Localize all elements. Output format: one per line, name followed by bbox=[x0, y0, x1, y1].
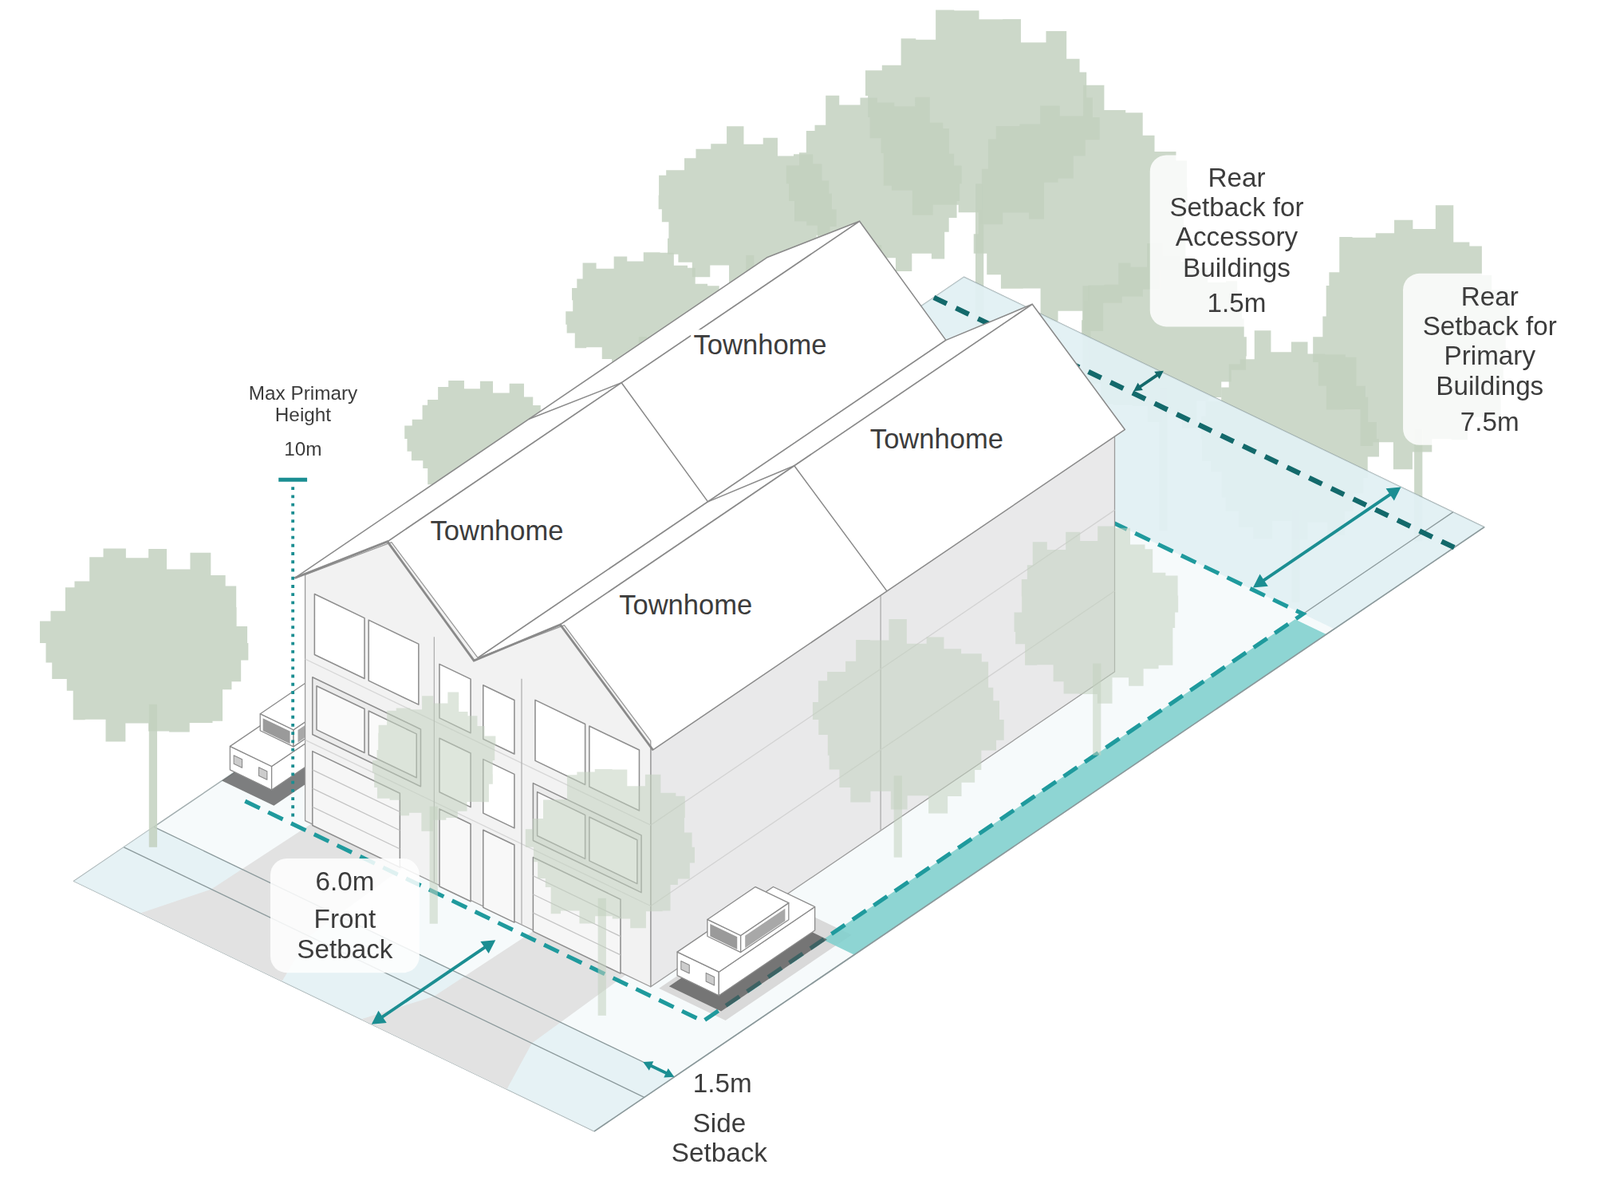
callout-text: 7.5m bbox=[1412, 406, 1568, 437]
arrow-head bbox=[371, 1010, 387, 1025]
garage-panel bbox=[312, 806, 401, 849]
unit-label: Townhome bbox=[427, 515, 568, 547]
setback-callout: Rear Setback for Primary Buildings 7.5m bbox=[1402, 273, 1577, 445]
arrow-head bbox=[1386, 487, 1402, 501]
car-face bbox=[707, 886, 789, 936]
arrow-head bbox=[1133, 382, 1143, 391]
height-line bbox=[291, 481, 295, 817]
dimension-label: 10m bbox=[283, 437, 322, 460]
door bbox=[483, 829, 515, 923]
dimension-label: 1.5m bbox=[693, 1068, 753, 1099]
car-light bbox=[233, 755, 242, 769]
garage-panel bbox=[532, 912, 621, 955]
arrow-head bbox=[642, 1060, 654, 1070]
pilaster-line bbox=[520, 678, 522, 925]
dimension-label: Side Setback bbox=[653, 1107, 786, 1167]
arrow-head bbox=[480, 939, 496, 954]
car-light bbox=[681, 960, 690, 974]
accessory-setback-arrow bbox=[1137, 373, 1159, 389]
car-window bbox=[709, 923, 737, 950]
arrow-head bbox=[663, 1067, 674, 1077]
arrow-head bbox=[1154, 370, 1164, 379]
callout-text: Rear Setback for Accessory Buildings bbox=[1158, 163, 1314, 283]
car-face bbox=[677, 886, 816, 972]
height-cap bbox=[278, 477, 308, 482]
door bbox=[439, 808, 471, 902]
car-light bbox=[258, 767, 267, 781]
window bbox=[316, 685, 365, 753]
tree-crown bbox=[39, 547, 260, 741]
tree-crown bbox=[812, 618, 1005, 813]
unit-label: Townhome bbox=[615, 589, 756, 621]
window bbox=[368, 619, 419, 705]
tree-crown bbox=[1014, 526, 1181, 704]
roof-divider bbox=[528, 382, 887, 592]
unit-label: Townhome bbox=[866, 423, 1007, 455]
tree-crown bbox=[525, 768, 698, 928]
setback-callout: Rear Setback for Accessory Buildings 1.5m bbox=[1150, 155, 1324, 327]
dimension-label: Max Primary Height bbox=[231, 382, 375, 426]
window bbox=[314, 593, 365, 678]
callout-text: Rear Setback for Primary Buildings bbox=[1412, 281, 1568, 401]
callout-text: 6.0m bbox=[279, 866, 411, 897]
arrow-head bbox=[1253, 574, 1269, 588]
callout-text: Front Setback bbox=[279, 904, 411, 964]
setback-callout: 6.0mFront Setback bbox=[270, 858, 420, 972]
car-window bbox=[263, 717, 291, 744]
unit-label: Townhome bbox=[690, 329, 831, 361]
car-window bbox=[744, 908, 785, 949]
tree-crown bbox=[372, 692, 496, 832]
callout-text: 1.5m bbox=[1158, 288, 1314, 319]
primary-setback-arrow bbox=[1259, 491, 1395, 584]
car-light bbox=[705, 972, 714, 986]
